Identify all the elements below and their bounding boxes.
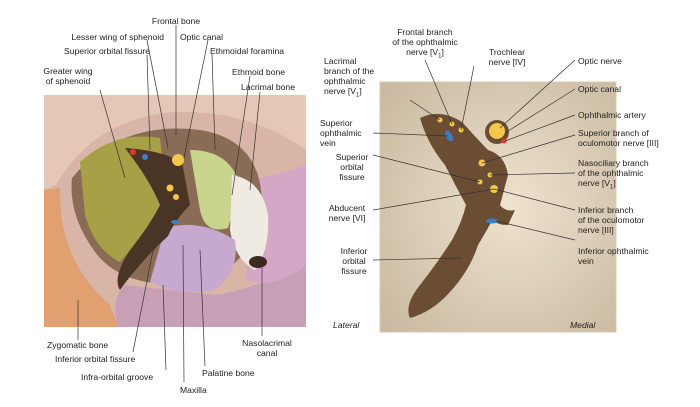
label-nasociliary-branch: Nasociliary branch of the ophthalmic ner… (578, 158, 649, 191)
label-nasolacrimal-canal: Nasolacrimal canal (242, 338, 292, 358)
label-frontal-branch: Frontal branch of the ophthalmic nerve [… (392, 27, 458, 60)
label-lateral: Lateral (333, 320, 360, 330)
left-leader-lines (77, 25, 263, 383)
nasolacrimal-canal-shape (249, 256, 267, 268)
frontal-bone-region (44, 95, 306, 190)
label-medial: Medial (570, 320, 596, 330)
label-inferior-orbital-fissure-right: Inferior orbital fissure (340, 246, 368, 276)
label-infra-orbital-groove: Infra-orbital groove (81, 372, 154, 382)
right-orbit-figure (372, 59, 617, 333)
ophthalmic-artery-shape (501, 138, 507, 144)
label-frontal-bone: Frontal bone (151, 16, 201, 26)
label-inferior-orbital-fissure-left: Inferior orbital fissure (55, 354, 136, 364)
right-leader-lines (372, 59, 576, 261)
left-orbit-figure (44, 25, 306, 383)
label-superior-branch-oculomotor: Superior branch of oculomotor nerve [III… (578, 128, 659, 148)
palatine-bone-region (150, 224, 236, 292)
label-maxilla: Maxilla (180, 385, 207, 395)
optic-canal-shape (172, 154, 184, 166)
ethmoid-bone-region (190, 150, 240, 230)
label-lacrimal-bone: Lacrimal bone (241, 82, 295, 92)
label-trochlear-nerve: Trochlear nerve [IV] (488, 47, 526, 67)
label-ophthalmic-artery: Ophthalmic artery (578, 110, 646, 120)
label-optic-canal-left: Optic canal (180, 32, 223, 42)
label-lacrimal-branch: Lacrimal branch of the ophthalmic nerve … (324, 56, 375, 99)
label-inferior-branch-oculomotor: Inferior branch of the oculomotor nerve … (578, 205, 645, 235)
inferior-ophthalmic-vein-shape (486, 218, 498, 224)
label-abducent-nerve: Abducent nerve [VI] (328, 203, 366, 223)
label-superior-orbital-fissure-right: Superior orbital fissure (335, 152, 369, 182)
label-optic-nerve: Optic nerve (578, 56, 622, 66)
label-greater-wing: Greater wing of sphenoid (43, 66, 93, 86)
label-lesser-wing: Lesser wing of sphenoid (71, 32, 164, 42)
label-ethmoid-bone: Ethmoid bone (232, 67, 286, 77)
zygomatic-bone-region (44, 188, 118, 327)
label-inferior-ophthalmic-vein: Inferior ophthalmic vein (578, 246, 649, 266)
label-palatine-bone: Palatine bone (202, 368, 255, 378)
label-superior-ophthalmic-vein: Superior ophthalmic vein (320, 118, 362, 148)
label-superior-orbital-fissure-left: Superior orbital fissure (64, 46, 150, 56)
superior-ophthalmic-vein-shape (445, 130, 453, 142)
label-zygomatic-bone: Zygomatic bone (47, 340, 109, 350)
label-ethmoidal-foramina: Ethmoidal foramina (210, 46, 285, 56)
maxilla-region (115, 260, 306, 327)
superior-orbital-fissure-shape (117, 148, 190, 290)
label-optic-canal-right: Optic canal (578, 84, 621, 94)
